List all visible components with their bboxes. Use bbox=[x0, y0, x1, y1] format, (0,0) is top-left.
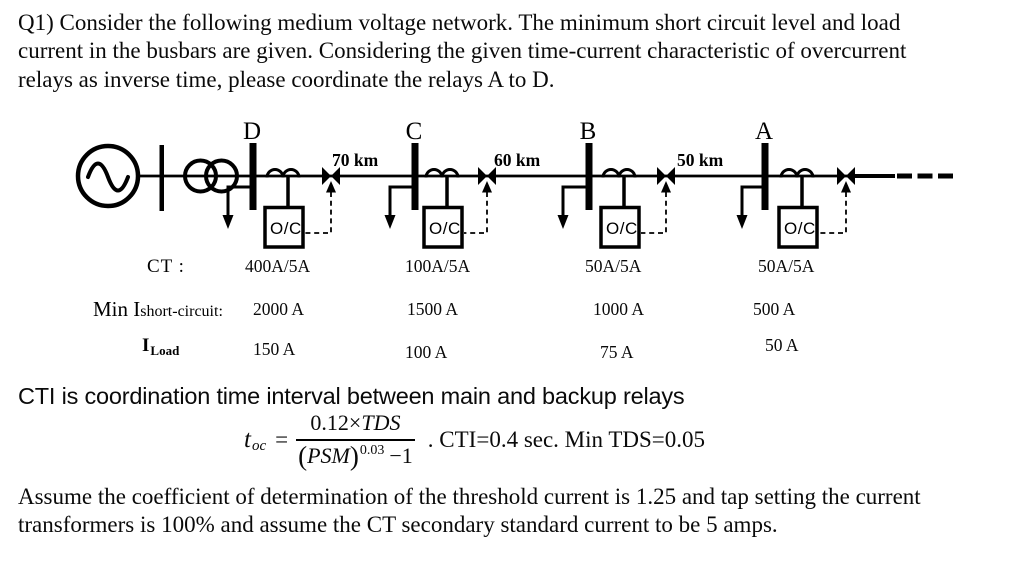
formula-cti-tds-values: . CTI=0.4 sec. Min TDS=0.05 bbox=[427, 426, 706, 452]
formula-equals: = bbox=[275, 426, 289, 452]
assumption-line-1: Assume the coefficient of determination … bbox=[18, 484, 921, 509]
cti-definition-text: CTI is coordination time interval betwee… bbox=[18, 383, 685, 409]
load-arrow-c bbox=[384, 215, 396, 229]
iload-value-b: 75 A bbox=[600, 342, 634, 362]
trip-arrow-c bbox=[482, 181, 492, 193]
relay-label-a: O/C bbox=[784, 219, 816, 238]
sine-wave-icon bbox=[86, 161, 130, 193]
relay-box-a bbox=[777, 205, 819, 249]
relay-box-b bbox=[599, 205, 641, 249]
intro-line-2: current in the busbars are given. Consid… bbox=[18, 38, 907, 63]
trip-arrow-b bbox=[661, 181, 671, 193]
segment-label-50km: 50 km bbox=[677, 150, 724, 170]
bus-group-b: B O/C 50 km bbox=[557, 118, 724, 249]
trip-circuit-b bbox=[641, 192, 667, 234]
breaker-a bbox=[837, 167, 846, 185]
busbar-c bbox=[411, 143, 419, 210]
ct-value-d: 400A/5A bbox=[245, 256, 311, 276]
relay-box-d bbox=[263, 205, 305, 249]
busbar-a bbox=[761, 143, 769, 210]
load-feeder-c bbox=[388, 185, 413, 216]
transformer-symbol bbox=[183, 158, 239, 194]
bus-label-b: B bbox=[580, 118, 597, 145]
busbar-d bbox=[249, 143, 257, 210]
formula-den-rest: −1 bbox=[389, 443, 413, 468]
isc-value-a: 500 A bbox=[753, 299, 796, 319]
load-feeder-a bbox=[740, 185, 763, 216]
trip-circuit-d bbox=[305, 192, 332, 234]
ct-symbol-b bbox=[601, 168, 637, 178]
formula-toc-var: t bbox=[244, 425, 251, 453]
row-label-ct: CT : bbox=[147, 256, 185, 277]
relay-label-c: O/C bbox=[429, 219, 461, 238]
formula-num-coeff: 0.12× bbox=[310, 410, 362, 435]
ct-value-a: 50A/5A bbox=[758, 256, 815, 276]
ct-value-c: 100A/5A bbox=[405, 256, 471, 276]
formula-toc-sub: oc bbox=[251, 438, 267, 454]
segment-label-60km: 60 km bbox=[494, 150, 541, 170]
row-label-isc-main: Min I bbox=[93, 297, 141, 321]
load-arrow-b bbox=[557, 215, 569, 229]
load-arrow-d bbox=[222, 215, 234, 229]
isc-value-b: 1000 A bbox=[593, 299, 645, 319]
ct-symbol-a bbox=[779, 168, 815, 178]
trip-circuit-a bbox=[819, 192, 847, 234]
formula-denominator: (PSM)0.03−1 bbox=[296, 439, 415, 471]
relay-box-c bbox=[422, 205, 464, 249]
bus-label-c: C bbox=[406, 118, 423, 145]
iload-value-a: 50 A bbox=[765, 335, 799, 355]
formula-numerator: 0.12×TDS bbox=[298, 410, 412, 439]
trip-arrow-d bbox=[326, 181, 336, 193]
assumption-line-2: transformers is 100% and assume the CT s… bbox=[18, 512, 778, 537]
row-label-iload-main: I bbox=[142, 335, 150, 356]
trip-arrow-a bbox=[841, 181, 851, 193]
load-feeder-b bbox=[561, 185, 587, 216]
isc-value-d: 2000 A bbox=[253, 299, 305, 319]
load-feeder-d bbox=[226, 185, 251, 216]
trip-circuit-c bbox=[464, 192, 488, 234]
load-arrow-a bbox=[736, 215, 748, 229]
iload-value-c: 100 A bbox=[405, 342, 448, 362]
ct-value-b: 50A/5A bbox=[585, 256, 642, 276]
breaker-d bbox=[322, 167, 331, 185]
row-label-iload: ILoad bbox=[142, 335, 180, 358]
row-label-isc: Min Ishort-circuit: bbox=[93, 297, 223, 322]
busbar-b bbox=[585, 143, 593, 210]
segment-label-70km: 70 km bbox=[332, 150, 379, 170]
isc-value-c: 1500 A bbox=[407, 299, 459, 319]
intro-line-1: Q1) Consider the following medium voltag… bbox=[18, 10, 901, 35]
ct-symbol-d bbox=[265, 168, 301, 178]
row-label-iload-sub: Load bbox=[150, 343, 180, 358]
ct-symbol-c bbox=[424, 168, 460, 178]
bus-group-d: D O/C 70 km bbox=[222, 118, 379, 249]
breaker-b bbox=[657, 167, 666, 185]
formula-num-var: TDS bbox=[361, 410, 401, 435]
bus-label-a: A bbox=[755, 118, 773, 145]
row-label-isc-sub: short-circuit: bbox=[140, 303, 223, 320]
formula-fraction: 0.12×TDS (PSM)0.03−1 bbox=[296, 410, 415, 471]
bus-group-a: A O/C bbox=[736, 118, 895, 249]
intro-line-3: relays as inverse time, please coordinat… bbox=[18, 67, 555, 92]
source-busbar bbox=[159, 145, 164, 211]
breaker-c bbox=[478, 167, 487, 185]
relay-label-b: O/C bbox=[606, 219, 638, 238]
bus-label-d: D bbox=[243, 118, 261, 145]
network-single-line-diagram: D O/C 70 km C O/C bbox=[75, 118, 953, 249]
formula-den-var: PSM bbox=[307, 443, 350, 468]
formula-exponent: 0.03 bbox=[359, 443, 385, 458]
iload-value-d: 150 A bbox=[253, 339, 296, 359]
relay-label-d: O/C bbox=[270, 219, 302, 238]
generator-symbol bbox=[75, 143, 141, 209]
bus-group-c: C O/C 60 km bbox=[384, 118, 541, 249]
